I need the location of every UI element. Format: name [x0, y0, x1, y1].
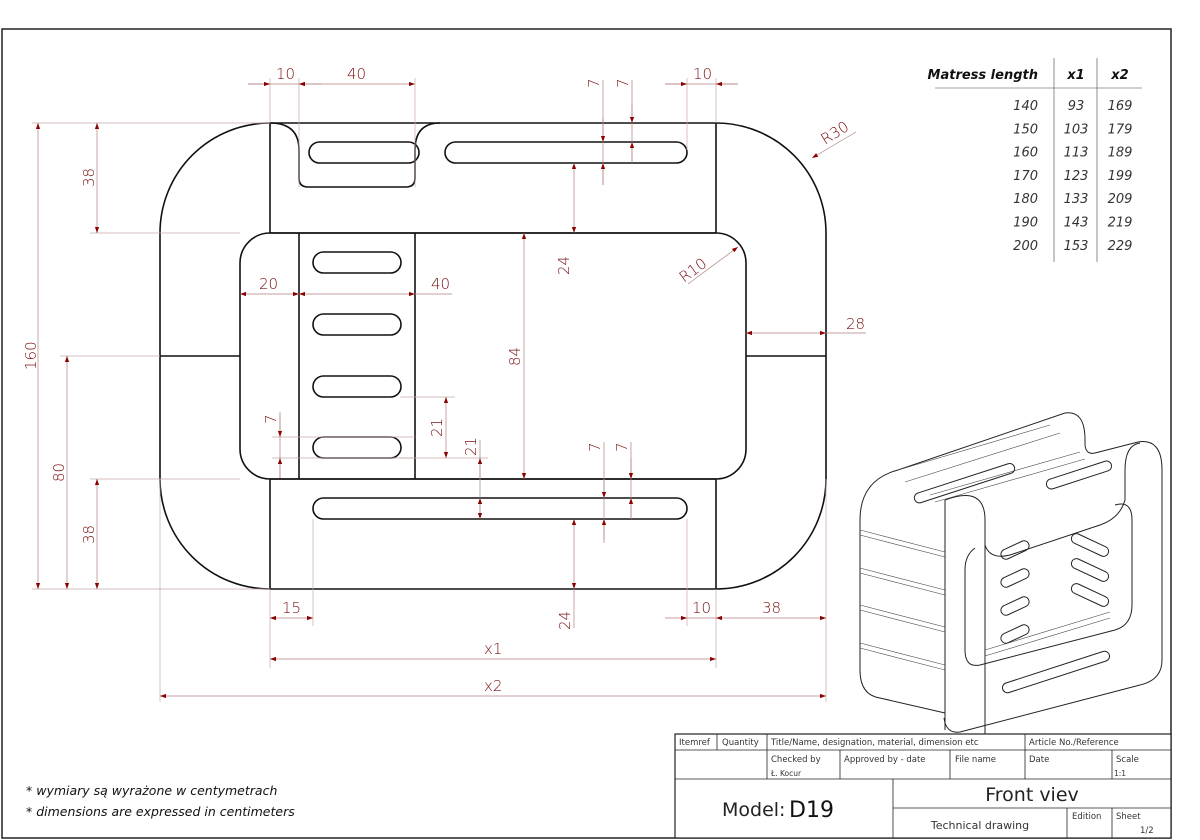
mattress-table: Matress length x1 x2 140 93 169 150 103 179 16…: [928, 58, 1142, 262]
dim-bottom-left-offset: 15: [282, 599, 301, 617]
cell-x2: 199: [1108, 169, 1133, 184]
dim-top-slot-gap-a: 7: [585, 78, 603, 88]
bottom-slot: [312, 497, 688, 520]
tb-checked-by-value: Ł. Kocur: [770, 769, 802, 778]
dim-bottom-slot-gap-a: 7: [586, 442, 604, 452]
front-view: [159, 122, 827, 590]
tb-sheet-value: 1/2: [1140, 826, 1154, 836]
cell-x1: 153: [1064, 239, 1089, 254]
dim-bottom-right-gap: 10: [692, 599, 711, 617]
tb-drawing-type: Technical drawing: [930, 819, 1029, 832]
cell-x2: 219: [1108, 216, 1133, 231]
dim-top-gap-left: 10: [276, 65, 295, 83]
table-row: 170 123 199: [1013, 169, 1132, 184]
table-row: 190 143 219: [1013, 216, 1132, 231]
cell-length: 140: [1013, 99, 1038, 114]
tb-view-title: Front viev: [985, 784, 1079, 806]
tb-approved-by: Approved by - date: [844, 755, 926, 765]
cell-length: 160: [1013, 146, 1038, 161]
cell-x2: 209: [1108, 192, 1133, 207]
dim-bottom-band-to-slot: 24: [556, 611, 574, 630]
tb-quantity: Quantity: [722, 738, 759, 748]
dim-left-total-height: 160: [22, 341, 40, 370]
table-row: 200 153 229: [1013, 239, 1132, 254]
dim-left-half-height: 80: [50, 463, 68, 482]
tb-date: Date: [1029, 755, 1049, 765]
dim-ladder-width: 40: [431, 275, 450, 293]
cell-x2: 229: [1108, 239, 1133, 254]
tb-itemref: Itemref: [679, 738, 711, 748]
dim-left-bottom-band: 38: [80, 525, 98, 544]
tb-model-value: D19: [789, 798, 834, 823]
ladder-slot-1: [312, 251, 402, 274]
tb-scale: Scale: [1116, 755, 1139, 765]
dimensions: 10 40 10 7 7 24 R30 R10 160: [22, 65, 866, 702]
tb-file-name: File name: [955, 755, 996, 765]
tb-model-label: Model:: [722, 799, 785, 821]
dim-corner-inner-radius: R10: [676, 254, 710, 286]
tb-scale-value: 1:1: [1114, 769, 1126, 778]
table-row: 180 133 209: [1013, 192, 1132, 207]
dim-slot-pitch-a: 21: [428, 418, 446, 437]
title-block: Itemref Quantity Title/Name, designation…: [674, 733, 1172, 839]
dim-slot-pitch-b: 21: [462, 437, 480, 456]
dim-slot-height-left: 7: [262, 414, 280, 424]
ladder-slot-3: [312, 375, 402, 398]
dim-upper-band-to-slot: 24: [555, 256, 573, 275]
dim-left-top-band: 38: [80, 168, 98, 187]
table-row: 160 113 189: [1013, 146, 1132, 161]
ladder-slot-2: [312, 313, 402, 336]
table-header-x2: x2: [1110, 68, 1128, 83]
cell-x1: 123: [1064, 169, 1089, 184]
dim-top-slot-gap-b: 7: [614, 78, 632, 88]
cell-x2: 179: [1108, 122, 1133, 137]
tb-title-name: Title/Name, designation, material, dimen…: [770, 738, 979, 748]
cell-length: 180: [1013, 192, 1038, 207]
dim-x1: x1: [484, 640, 502, 658]
top-cutout: [269, 122, 441, 188]
dim-bottom-right-margin: 38: [762, 599, 781, 617]
cell-x1: 113: [1064, 146, 1089, 161]
dim-inner-height: 84: [506, 347, 524, 366]
cell-x1: 133: [1064, 192, 1089, 207]
cell-length: 150: [1013, 122, 1038, 137]
tb-sheet: Sheet: [1116, 812, 1141, 822]
tb-checked-by: Checked by: [771, 755, 821, 765]
tb-edition: Edition: [1072, 812, 1101, 822]
top-slot-right: [444, 141, 688, 164]
table-header-x1: x1: [1066, 68, 1084, 83]
dim-x2: x2: [484, 677, 502, 695]
dim-top-cutout-width: 40: [347, 65, 366, 83]
dim-right-margin: 28: [846, 315, 865, 333]
cell-x2: 189: [1108, 146, 1133, 161]
note-polish: * wymiary są wyrażone w centymetrach: [26, 783, 277, 798]
cell-length: 170: [1013, 169, 1038, 184]
table-header-length: Matress length: [928, 68, 1038, 83]
table-row: 140 93 169: [1013, 99, 1132, 114]
top-slot-left: [308, 141, 420, 164]
dim-top-gap-right: 10: [693, 65, 712, 83]
drawing-frame: [1, 28, 1172, 839]
cell-x1: 103: [1064, 122, 1089, 137]
cell-length: 190: [1013, 216, 1038, 231]
ladder-slot-4: [312, 436, 402, 459]
cell-x1: 93: [1068, 99, 1085, 114]
isometric-view: [859, 412, 1163, 740]
dim-inner-left-margin: 20: [259, 275, 278, 293]
tb-article-no: Article No./Reference: [1029, 738, 1119, 748]
note-english: * dimensions are expressed in centimeter…: [26, 804, 295, 819]
cell-length: 200: [1013, 239, 1038, 254]
dim-bottom-slot-gap-b: 7: [613, 442, 631, 452]
dim-corner-outer-radius: R30: [818, 117, 853, 148]
cell-x1: 143: [1064, 216, 1089, 231]
cell-x2: 169: [1108, 99, 1133, 114]
table-row: 150 103 179: [1013, 122, 1132, 137]
